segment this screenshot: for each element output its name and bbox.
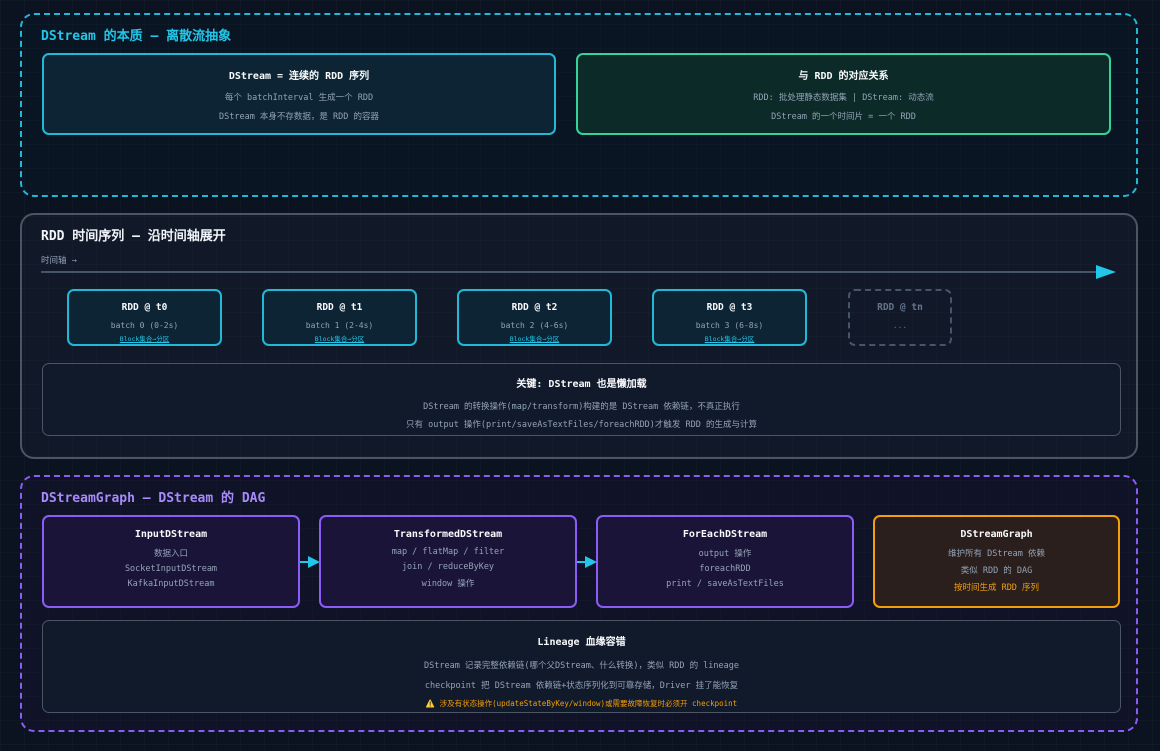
box-title: DStreamGraph xyxy=(960,529,1033,540)
rdd-batch: batch 1 (2-4s) xyxy=(305,321,374,330)
foreach-dstream-box: ForEachDStream output 操作 foreachRDD prin… xyxy=(596,515,854,608)
lazy-evaluation-box: 关键: DStream 也是懒加载 DStream 的转换操作(map/tran… xyxy=(42,363,1121,436)
dstream-definition-line: DStream 本身不存数据，是 RDD 的容器 xyxy=(218,112,380,122)
box-line: output 操作 xyxy=(698,549,752,559)
dstreamgraph-box: DStreamGraph 维护所有 DStream 依赖 类似 RDD 的 DA… xyxy=(873,515,1120,608)
dstream-definition-box: DStream = 连续的 RDD 序列 每个 batchInterval 生成… xyxy=(42,53,556,135)
box-line: SocketInputDStream xyxy=(124,564,218,574)
box-line: join / reduceByKey xyxy=(401,562,495,572)
essence-section: DStream 的本质 — 离散流抽象 DStream = 连续的 RDD 序列… xyxy=(20,13,1138,197)
rdd-box-tn: RDD @ tn ... xyxy=(848,289,952,346)
rdd-batch: batch 0 (0-2s) xyxy=(110,321,179,330)
essence-section-title: DStream 的本质 — 离散流抽象 xyxy=(41,29,232,44)
lineage-title: Lineage 血缘容错 xyxy=(537,637,626,648)
transformed-dstream-box: TransformedDStream map / flatMap / filte… xyxy=(319,515,577,608)
box-title: ForEachDStream xyxy=(682,529,768,540)
box-title: InputDStream xyxy=(134,529,208,540)
rdd-title: RDD @ t2 xyxy=(511,302,558,313)
box-line: 类似 RDD 的 DAG xyxy=(960,566,1033,576)
input-dstream-box: InputDStream 数据入口 SocketInputDStream Kaf… xyxy=(42,515,300,608)
dstream-definition-line: 每个 batchInterval 生成一个 RDD xyxy=(224,93,374,103)
box-line: print / saveAsTextFiles xyxy=(666,579,784,589)
lineage-warning: ⚠️ 涉及有状态操作(updateStateByKey/window)或需要故障… xyxy=(425,699,738,708)
dstream-definition-title: DStream = 连续的 RDD 序列 xyxy=(228,71,370,82)
box-line: foreachRDD xyxy=(699,564,751,574)
lineage-box: Lineage 血缘容错 DStream 记录完整依赖链(哪个父DStream、… xyxy=(42,620,1121,713)
lazy-evaluation-title: 关键: DStream 也是懒加载 xyxy=(516,379,647,390)
rdd-sub: Block集合→分区 xyxy=(314,335,365,343)
rdd-title: RDD @ t3 xyxy=(706,302,753,313)
rdd-sub: Block集合→分区 xyxy=(509,335,560,343)
rdd-title: RDD @ t1 xyxy=(316,302,363,313)
rdd-batch: ... xyxy=(892,321,908,330)
timeline-axis xyxy=(41,271,1103,273)
rdd-box-t0: RDD @ t0 batch 0 (0-2s) Block集合→分区 xyxy=(67,289,222,346)
rdd-sub: Block集合→分区 xyxy=(119,335,170,343)
rdd-box-t1: RDD @ t1 batch 1 (2-4s) Block集合→分区 xyxy=(262,289,417,346)
rdd-batch: batch 2 (4-6s) xyxy=(500,321,569,330)
lazy-evaluation-line: DStream 的转换操作(map/transform)构建的是 DStream… xyxy=(423,402,740,412)
rdd-relation-line: DStream 的一个时间片 = 一个 RDD xyxy=(771,112,916,122)
rdd-title: RDD @ tn xyxy=(877,302,923,313)
box-line: window 操作 xyxy=(421,579,475,589)
dstreamgraph-section: DStreamGraph — DStream 的 DAG InputDStrea… xyxy=(20,475,1138,732)
dstreamgraph-title: DStreamGraph — DStream 的 DAG xyxy=(41,491,266,506)
lineage-line: DStream 记录完整依赖链(哪个父DStream、什么转换)，类似 RDD … xyxy=(423,661,740,671)
rdd-box-t2: RDD @ t2 batch 2 (4-6s) Block集合→分区 xyxy=(457,289,612,346)
rdd-relation-box: 与 RDD 的对应关系 RDD: 批处理静态数据集 | DStream: 动态流… xyxy=(576,53,1111,135)
rdd-title: RDD @ t0 xyxy=(121,302,168,313)
box-line: 数据入口 xyxy=(153,549,188,559)
flow-arrow-icon xyxy=(300,556,320,568)
lineage-line: checkpoint 把 DStream 依赖链+状态序列化到可靠存储，Driv… xyxy=(424,681,739,691)
lazy-evaluation-line: 只有 output 操作(print/saveAsTextFiles/forea… xyxy=(405,420,758,430)
rdd-relation-title: 与 RDD 的对应关系 xyxy=(798,71,889,82)
timeline-arrow-icon xyxy=(1096,265,1116,279)
rdd-relation-line: RDD: 批处理静态数据集 | DStream: 动态流 xyxy=(753,93,934,103)
box-line: KafkaInputDStream xyxy=(127,579,215,589)
timeline-label: 时间轴 → xyxy=(41,256,77,266)
box-line: 维护所有 DStream 依赖 xyxy=(947,549,1046,559)
box-accent-line: 按时间生成 RDD 序列 xyxy=(953,583,1040,593)
box-title: TransformedDStream xyxy=(393,529,503,540)
rdd-timeline-section: RDD 时间序列 — 沿时间轴展开 时间轴 → RDD @ t0 batch 0… xyxy=(20,213,1138,459)
rdd-batch: batch 3 (6-8s) xyxy=(695,321,764,330)
rdd-box-t3: RDD @ t3 batch 3 (6-8s) Block集合→分区 xyxy=(652,289,807,346)
rdd-timeline-title: RDD 时间序列 — 沿时间轴展开 xyxy=(41,229,226,244)
flow-arrow-icon xyxy=(577,556,597,568)
box-line: map / flatMap / filter xyxy=(391,547,505,557)
rdd-sub: Block集合→分区 xyxy=(704,335,755,343)
